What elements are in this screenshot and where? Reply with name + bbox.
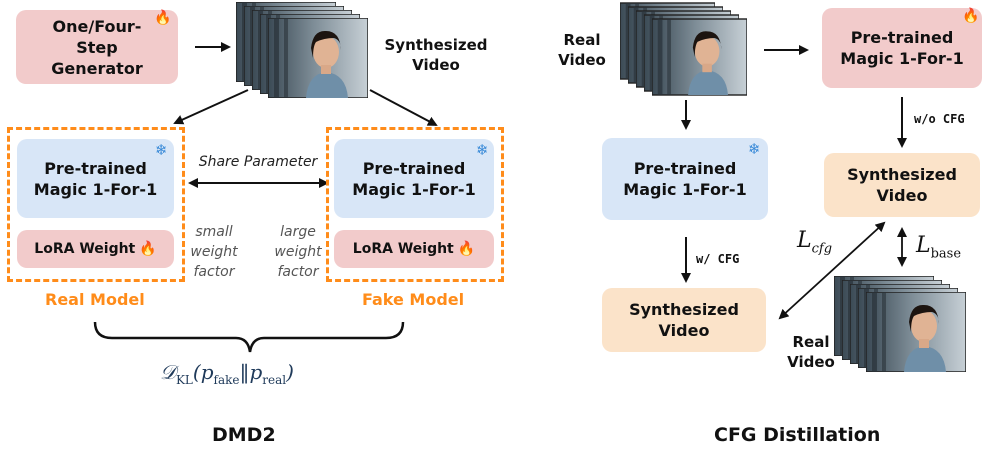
synth-right-label: Synthesized Video: [847, 165, 957, 205]
l-cfg-subscript: cfg: [811, 241, 833, 257]
kl-subscript: KL: [175, 373, 193, 387]
kl-real-sub: real: [262, 373, 287, 387]
pretrained-label-right: Pre-trained Magic 1-For-1: [352, 158, 476, 199]
l-cfg-symbol: L: [797, 228, 812, 253]
pretrained-mid-label: Pre-trained Magic 1-For-1: [623, 159, 747, 199]
kl-fake-sub: fake: [213, 373, 240, 387]
kl-open: (p: [192, 360, 214, 384]
snowflake-icon: ❄: [748, 140, 761, 158]
generator-label: One/Four-Step Generator: [51, 16, 143, 78]
lora-label-right: LoRA Weight: [352, 240, 454, 257]
synthesized-video-label: Synthesized Video: [384, 36, 488, 74]
arrow-l-cfg: [778, 221, 886, 320]
pretrained-top-box: Pre-trained Magic 1-For-1: [822, 8, 982, 88]
flame-icon: 🔥: [962, 8, 980, 24]
kl-sep: ‖p: [239, 360, 263, 384]
pretrained-box-left: Pre-trained Magic 1-For-1: [17, 139, 174, 218]
real-model-frame: [7, 127, 185, 282]
pretrained-mid-box: Pre-trained Magic 1-For-1: [602, 138, 768, 220]
video-frames-icon: [236, 2, 368, 98]
share-parameter-label: Share Parameter: [198, 154, 318, 170]
real-model-label: Real Model: [45, 290, 145, 309]
fake-model-frame: [326, 127, 504, 282]
flame-icon: 🔥: [154, 10, 172, 26]
snowflake-icon: ❄: [155, 141, 168, 159]
flame-icon: 🔥: [457, 240, 476, 257]
flame-icon: 🔥: [139, 240, 157, 257]
kl-formula: 𝒟KL(pfake‖preal): [160, 360, 294, 387]
brace-kl: [93, 321, 405, 353]
synth-bottom-label: Synthesized Video: [629, 300, 739, 340]
cfg-footer: CFG Distillation: [714, 424, 881, 446]
pretrained-box-right: Pre-trained Magic 1-For-1: [334, 139, 494, 218]
arrow-video-to-fake-model: [369, 89, 438, 126]
video-frames-icon: [834, 276, 966, 372]
pretrained-top-label: Pre-trained Magic 1-For-1: [840, 28, 964, 68]
snowflake-icon: ❄: [476, 141, 489, 159]
large-weight-factor-label: large weight factor: [274, 224, 322, 280]
lora-box-left: LoRA Weight 🔥: [17, 230, 174, 268]
fake-model-label: Fake Model: [362, 290, 465, 309]
l-base-subscript: base: [930, 246, 962, 262]
kl-symbol: 𝒟: [160, 360, 176, 384]
lora-box-right: LoRA Weight 🔥: [334, 230, 494, 268]
arrow-video-to-real-model: [173, 89, 249, 125]
real-video-top-label: Real Video: [558, 31, 606, 69]
pretrained-label-left: Pre-trained Magic 1-For-1: [33, 158, 158, 199]
video-frames-icon: [620, 2, 747, 96]
lora-label-left: LoRA Weight: [34, 240, 136, 257]
l-cfg-label: Lcfg: [797, 228, 832, 256]
wo-cfg-label: w/o CFG: [914, 112, 965, 126]
real-video-bottom-label: Real Video: [787, 333, 835, 371]
synth-right-box: Synthesized Video: [824, 153, 980, 217]
synth-bottom-box: Synthesized Video: [602, 288, 766, 352]
dmd2-footer: DMD2: [212, 424, 276, 446]
kl-close: ): [286, 360, 294, 384]
w-cfg-label: w/ CFG: [696, 252, 740, 266]
generator-box: One/Four-Step Generator: [16, 10, 178, 84]
small-weight-factor-label: small weight factor: [190, 224, 238, 280]
l-base-label: Lbase: [916, 233, 961, 261]
l-base-symbol: L: [916, 233, 931, 258]
